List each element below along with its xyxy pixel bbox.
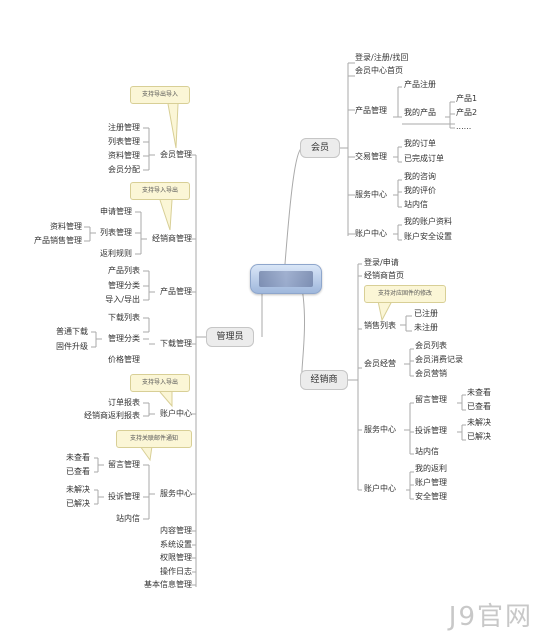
node-dealer[interactable]: 经销商 <box>300 370 348 390</box>
dealer-note-callout: 支持对应固件的修改 <box>364 285 446 303</box>
admin-dealer-rebate-report: 经销商返利报表 <box>84 411 140 420</box>
member-my-products: 我的产品 <box>404 108 436 117</box>
admin-apply-mgmt: 申请管理 <box>100 207 132 216</box>
admin-inbox: 站内信 <box>116 514 140 523</box>
admin-list-mgmt: 列表管理 <box>108 137 140 146</box>
member-product-mgmt: 产品管理 <box>355 106 387 115</box>
member-account-security: 账户安全设置 <box>404 232 452 241</box>
dealer-home: 经销商首页 <box>364 271 404 280</box>
dealer-complaint-resolved: 已解决 <box>467 432 491 441</box>
dealer-my-rebate: 我的返利 <box>415 464 447 473</box>
admin-dealer-mgmt: 经销商管理 <box>152 234 192 243</box>
admin-firmware-upgrade: 固件升级 <box>56 342 88 351</box>
dealer-login: 登录/申请 <box>364 258 399 267</box>
admin-operation-log: 操作日志 <box>160 567 192 576</box>
admin-msg-viewed: 已查看 <box>66 467 90 476</box>
admin-msg-mgmt: 留言管理 <box>108 460 140 469</box>
dealer-msg-unviewed: 未查看 <box>467 388 491 397</box>
admin-service-note-callout: 支持关联邮件通知 <box>116 430 192 448</box>
dealer-member-list: 会员列表 <box>415 341 447 350</box>
dealer-member-ops: 会员经营 <box>364 359 396 368</box>
member-account-center: 账户中心 <box>355 229 387 238</box>
admin-member-mgmt: 会员管理 <box>160 150 192 159</box>
admin-complaint-resolved: 已解决 <box>66 499 90 508</box>
admin-product-sales-mgmt: 产品销售管理 <box>34 236 82 245</box>
member-product-1: 产品1 <box>456 94 478 103</box>
admin-product-mgmt: 产品管理 <box>160 287 192 296</box>
member-login: 登录/注册/找回 <box>355 53 409 62</box>
center-node[interactable] <box>250 264 322 294</box>
admin-price-mgmt: 价格管理 <box>108 355 140 364</box>
member-inbox: 站内信 <box>404 200 428 209</box>
dealer-account-center: 账户中心 <box>364 484 396 493</box>
admin-profile-mgmt: 资料管理 <box>108 151 140 160</box>
admin-register-mgmt: 注册管理 <box>108 123 140 132</box>
member-my-inquiry: 我的咨询 <box>404 172 436 181</box>
admin-download-mgmt: 下载管理 <box>160 339 192 348</box>
admin-system-settings: 系统设置 <box>160 540 192 549</box>
dealer-member-marketing: 会员营销 <box>415 369 447 378</box>
dealer-complaint-mgmt: 投诉管理 <box>415 426 447 435</box>
member-service-center: 服务中心 <box>355 190 387 199</box>
admin-normal-download: 普通下载 <box>56 327 88 336</box>
admin-dl-category-mgmt: 管理分类 <box>108 334 140 343</box>
member-trade-mgmt: 交易管理 <box>355 152 387 161</box>
admin-account-center: 账户中心 <box>160 409 192 418</box>
member-product-register: 产品注册 <box>404 80 436 89</box>
member-my-review: 我的评价 <box>404 186 436 195</box>
dealer-msg-viewed: 已查看 <box>467 402 491 411</box>
admin-service-center: 服务中心 <box>160 489 192 498</box>
member-my-orders: 我的订单 <box>404 139 436 148</box>
admin-account-note-callout: 支持导入导出 <box>130 374 190 392</box>
admin-msg-unviewed: 未查看 <box>66 453 90 462</box>
dealer-member-spend: 会员消费记录 <box>415 355 463 364</box>
admin-order-report: 订单报表 <box>108 398 140 407</box>
node-members[interactable]: 会员 <box>300 138 340 158</box>
admin-rebate-rules: 返利规则 <box>100 249 132 258</box>
dealer-complaint-unresolved: 未解决 <box>467 418 491 427</box>
member-product-more: ...... <box>456 122 472 131</box>
dealer-sales-list: 销售列表 <box>364 321 396 330</box>
dealer-security-mgmt: 安全管理 <box>415 492 447 501</box>
admin-data-mgmt: 资料管理 <box>50 222 82 231</box>
admin-member-alloc: 会员分配 <box>108 165 140 174</box>
dealer-account-mgmt: 账户管理 <box>415 478 447 487</box>
admin-dealer-list-mgmt: 列表管理 <box>100 228 132 237</box>
dealer-unregistered: 未注册 <box>414 323 438 332</box>
admin-product-list: 产品列表 <box>108 266 140 275</box>
admin-permission-mgmt: 权限管理 <box>160 553 192 562</box>
admin-download-list: 下载列表 <box>108 313 140 322</box>
member-account-info: 我的账户资料 <box>404 217 452 226</box>
blurred-center-label <box>259 271 313 287</box>
admin-import-export: 导入/导出 <box>105 295 140 304</box>
admin-complaint-mgmt: 投诉管理 <box>108 492 140 501</box>
admin-dealer-note-callout: 支持导入导出 <box>130 182 190 200</box>
member-done-orders: 已完成订单 <box>404 154 444 163</box>
dealer-msg-mgmt: 留言管理 <box>415 395 447 404</box>
dealer-registered: 已注册 <box>414 309 438 318</box>
watermark: J9官网 <box>448 602 533 632</box>
admin-member-note-callout: 支持导出导入 <box>130 86 190 104</box>
dealer-service-center: 服务中心 <box>364 425 396 434</box>
admin-category-mgmt: 管理分类 <box>108 281 140 290</box>
admin-complaint-unresolved: 未解决 <box>66 485 90 494</box>
member-product-2: 产品2 <box>456 108 478 117</box>
member-home: 会员中心首页 <box>355 66 403 75</box>
admin-basic-info-mgmt: 基本信息管理 <box>144 580 192 589</box>
dealer-inbox: 站内信 <box>415 447 439 456</box>
node-admin[interactable]: 管理员 <box>206 327 254 347</box>
admin-content-mgmt: 内容管理 <box>160 526 192 535</box>
